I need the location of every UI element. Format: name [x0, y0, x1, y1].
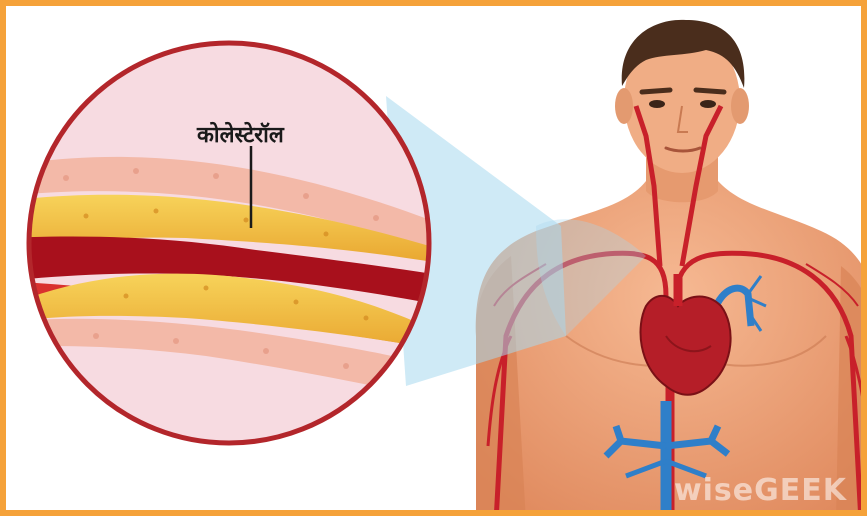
watermark: wiseGEEK	[674, 473, 847, 508]
cholesterol-label: कोलेस्टेरॉल	[197, 119, 284, 149]
artery-cross-section-icon	[6, 43, 446, 443]
body-illustration	[6, 6, 867, 516]
